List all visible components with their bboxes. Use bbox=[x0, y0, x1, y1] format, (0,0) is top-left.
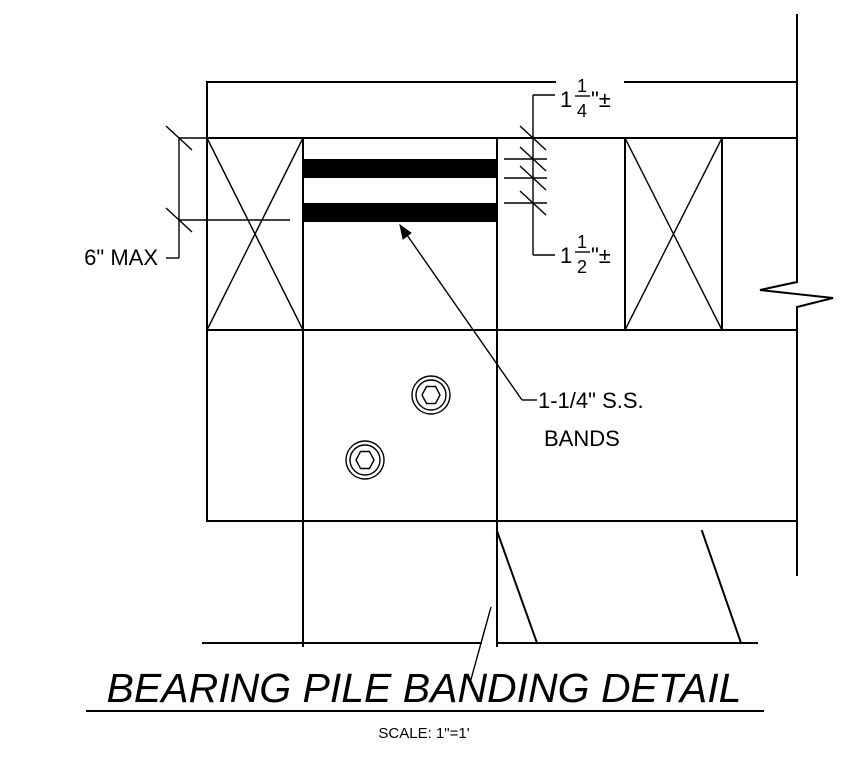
steel-bands bbox=[304, 159, 496, 222]
max-spacing-label: 6" MAX bbox=[84, 245, 158, 270]
bolt-icon bbox=[345, 440, 385, 480]
svg-text:"±: "± bbox=[591, 87, 611, 112]
left-blocking-x bbox=[206, 137, 304, 331]
detail-title: BEARING PILE BANDING DETAIL bbox=[107, 665, 742, 711]
svg-text:4: 4 bbox=[577, 101, 587, 121]
bands-leader: 1-1/4" S.S. BANDS bbox=[399, 223, 644, 451]
svg-text:1: 1 bbox=[560, 87, 572, 112]
band-dimension-string bbox=[504, 94, 555, 256]
svg-text:1: 1 bbox=[577, 76, 587, 96]
scale-label: SCALE: 1"=1' bbox=[378, 725, 469, 742]
bolt-icon bbox=[411, 375, 451, 415]
steel-band-upper bbox=[304, 159, 496, 178]
band-width-label: 1 1 4 "± bbox=[560, 76, 611, 121]
right-edge-line bbox=[759, 14, 834, 576]
top-cap-beam bbox=[206, 81, 798, 139]
svg-text:"±: "± bbox=[591, 243, 611, 268]
svg-text:2: 2 bbox=[577, 257, 587, 277]
bands-label-line1: 1-1/4" S.S. bbox=[538, 388, 644, 413]
band-spacing-label: 1 1 2 "± bbox=[560, 232, 611, 277]
ground-line-break bbox=[202, 606, 758, 684]
diagonal-brace bbox=[495, 529, 743, 645]
svg-text:1: 1 bbox=[560, 243, 572, 268]
steel-band-lower bbox=[304, 203, 496, 222]
right-blocking-x bbox=[624, 137, 723, 331]
svg-text:1: 1 bbox=[577, 232, 587, 252]
stringer-band bbox=[206, 137, 798, 522]
pile-outline bbox=[302, 137, 498, 647]
bands-label-line2: BANDS bbox=[544, 426, 620, 451]
max-spacing-dimension: 6" MAX bbox=[84, 125, 290, 270]
